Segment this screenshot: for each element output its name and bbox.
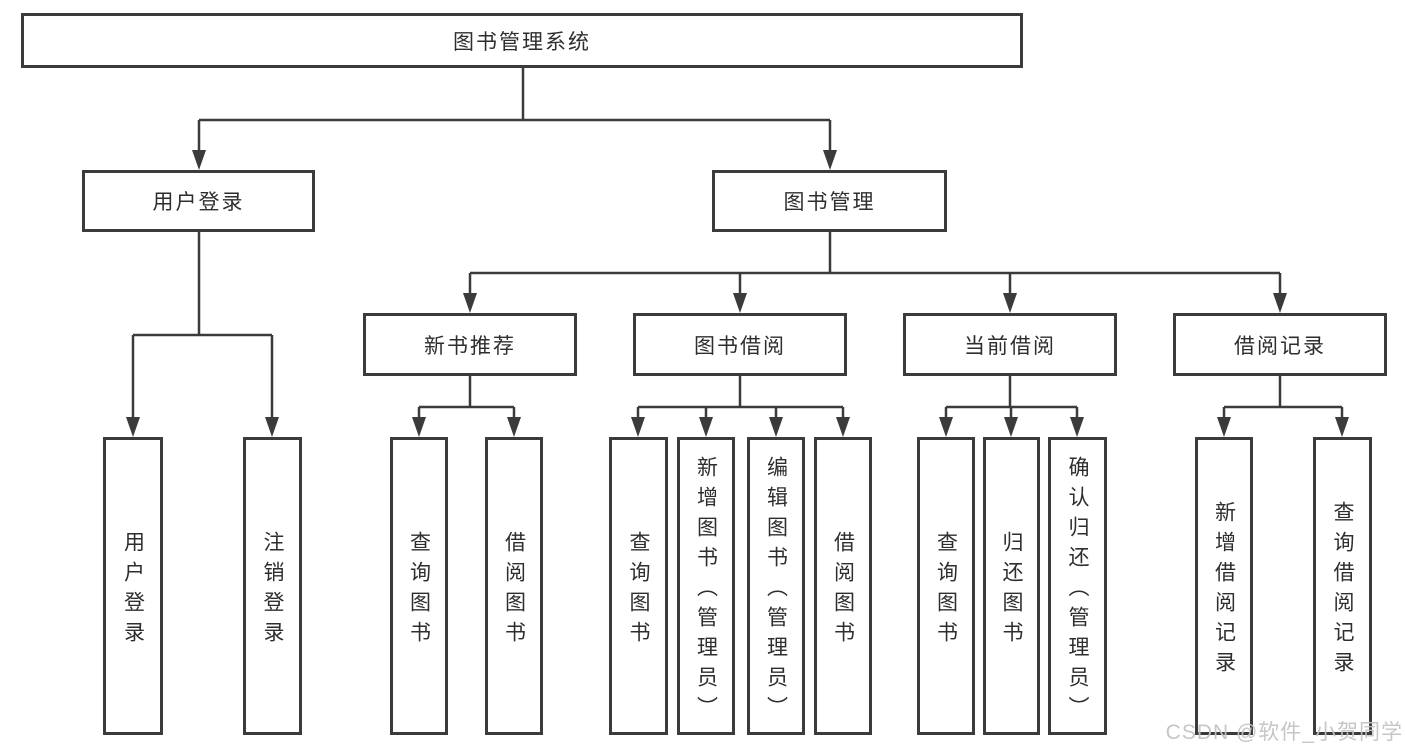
node-book-borrow-label: 图书借阅 bbox=[694, 334, 786, 358]
leaf-borrow-books-borrow-label: 借阅图书 bbox=[831, 530, 855, 651]
leaf-query-borrow-record: 查询借阅记录 bbox=[1313, 437, 1372, 735]
node-new-books: 新书推荐 bbox=[363, 313, 577, 376]
node-borrow-records: 借阅记录 bbox=[1173, 313, 1387, 376]
leaf-user-login-label: 用户登录 bbox=[121, 530, 145, 651]
leaf-query-books-current: 查询图书 bbox=[917, 437, 975, 735]
leaf-logout: 注销登录 bbox=[243, 437, 302, 735]
connector-book-borrow bbox=[631, 376, 850, 437]
leaf-return-books-label: 归还图书 bbox=[1000, 530, 1023, 651]
node-borrow-records-label: 借阅记录 bbox=[1234, 334, 1326, 358]
leaf-edit-books-admin: 编辑图书（管理员） bbox=[747, 437, 805, 735]
leaf-add-borrow-record: 新增借阅记录 bbox=[1195, 437, 1253, 735]
node-book-borrow: 图书借阅 bbox=[633, 313, 847, 376]
leaf-query-books-borrow-label: 查询图书 bbox=[627, 530, 650, 651]
leaf-return-books: 归还图书 bbox=[983, 437, 1040, 735]
node-user-login-branch: 用户登录 bbox=[82, 170, 315, 232]
leaf-confirm-return-admin: 确认归还（管理员） bbox=[1048, 437, 1107, 735]
leaf-logout-label: 注销登录 bbox=[261, 530, 284, 651]
connector-user-login bbox=[126, 232, 279, 437]
connector-borrow-records bbox=[1217, 376, 1349, 437]
connector-root bbox=[192, 68, 837, 170]
node-root-label: 图书管理系统 bbox=[453, 30, 591, 54]
leaf-borrow-books-newbooks: 借阅图书 bbox=[485, 437, 543, 735]
leaf-confirm-return-admin-label: 确认归还（管理员） bbox=[1066, 455, 1089, 726]
csdn-watermark: CSDN @软件_小贺同学 bbox=[1165, 721, 1403, 744]
leaf-add-books-admin-label: 新增图书（管理员） bbox=[694, 455, 718, 726]
node-root-system: 图书管理系统 bbox=[21, 13, 1023, 68]
leaf-query-books-current-label: 查询图书 bbox=[934, 530, 958, 651]
connector-current-borrow bbox=[939, 376, 1084, 437]
leaf-add-books-admin: 新增图书（管理员） bbox=[677, 437, 735, 735]
node-user-login-branch-label: 用户登录 bbox=[152, 191, 245, 214]
leaf-query-books-newbooks: 查询图书 bbox=[390, 437, 448, 735]
connector-book-mgmt bbox=[463, 232, 1287, 313]
leaf-edit-books-admin-label: 编辑图书（管理员） bbox=[764, 455, 788, 726]
leaf-borrow-books-newbooks-label: 借阅图书 bbox=[502, 530, 526, 651]
leaf-borrow-books-borrow: 借阅图书 bbox=[814, 437, 872, 735]
leaf-query-books-borrow: 查询图书 bbox=[609, 437, 668, 735]
node-current-borrow-label: 当前借阅 bbox=[964, 334, 1056, 358]
leaf-query-books-newbooks-label: 查询图书 bbox=[407, 530, 431, 651]
leaf-user-login: 用户登录 bbox=[103, 437, 163, 735]
node-book-mgmt-branch-label: 图书管理 bbox=[783, 191, 876, 214]
connector-new-books bbox=[412, 376, 521, 437]
leaf-add-borrow-record-label: 新增借阅记录 bbox=[1212, 500, 1236, 681]
leaf-query-borrow-record-label: 查询借阅记录 bbox=[1331, 500, 1354, 681]
node-current-borrow: 当前借阅 bbox=[903, 313, 1117, 376]
node-book-mgmt-branch: 图书管理 bbox=[712, 170, 947, 232]
node-new-books-label: 新书推荐 bbox=[424, 334, 516, 358]
